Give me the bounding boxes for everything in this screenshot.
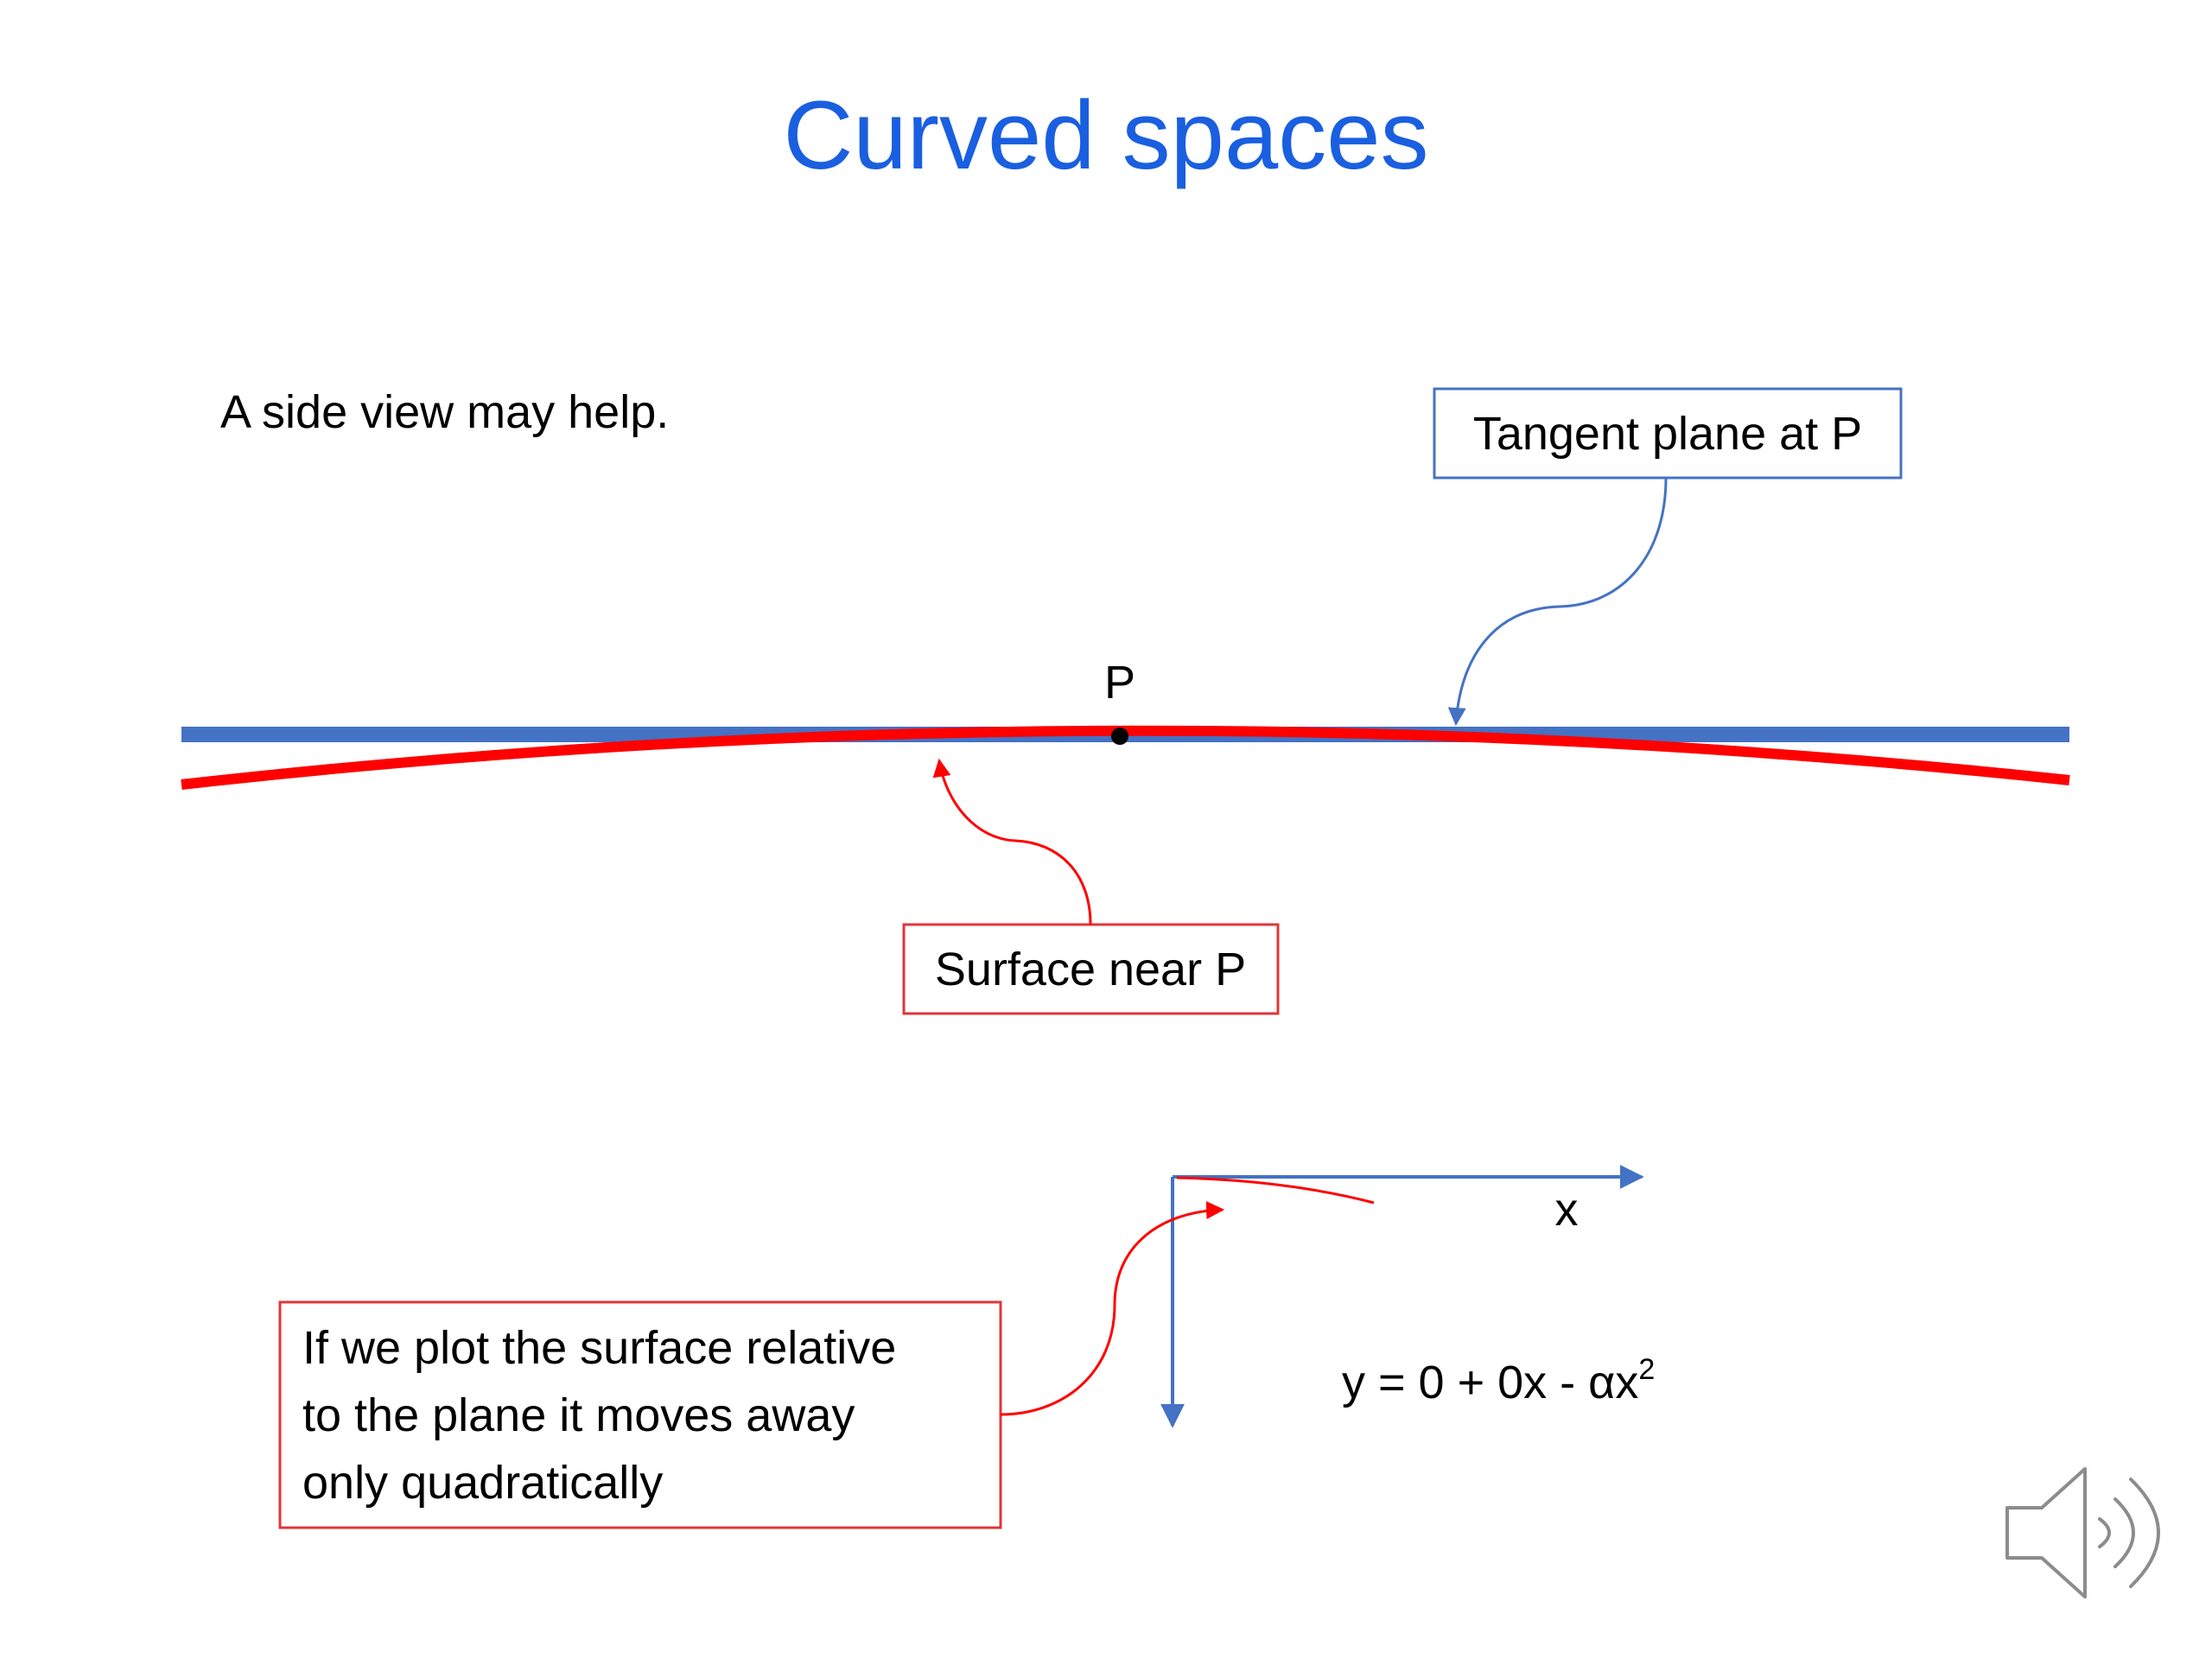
surface-callout-arrow: [932, 758, 1092, 925]
plot-callout-box: [278, 1300, 1002, 1529]
plot-callout-line-3: only quadratically: [302, 1457, 663, 1509]
point-p-dot: [1111, 728, 1128, 745]
plot-callout-line-2: to the plane it moves away: [302, 1389, 855, 1441]
tangent-callout-box: [1433, 387, 1903, 480]
point-p-label: P: [1104, 657, 1135, 709]
intro-text: A side view may help.: [220, 386, 669, 438]
tangent-callout-arrow: [1447, 477, 1668, 727]
equation-superscript: 2: [1638, 1353, 1655, 1386]
plot-callout-arrow: [1000, 1201, 1225, 1416]
surface-callout-text: Surface near P: [935, 944, 1246, 995]
equation-base: y = 0 + 0x - αx: [1342, 1357, 1638, 1408]
plot-callout-line-1: If we plot the surface relative: [302, 1322, 896, 1374]
speaker-icon[interactable]: [2005, 1467, 2160, 1599]
tangent-callout-text: Tangent plane at P: [1473, 408, 1862, 460]
quadratic-curve: [1176, 1176, 1375, 1205]
x-axis-label: x: [1555, 1184, 1579, 1236]
equation: y = 0 + 0x - αx2: [1342, 1353, 1655, 1408]
slide-title: Curved spaces: [783, 81, 1428, 189]
